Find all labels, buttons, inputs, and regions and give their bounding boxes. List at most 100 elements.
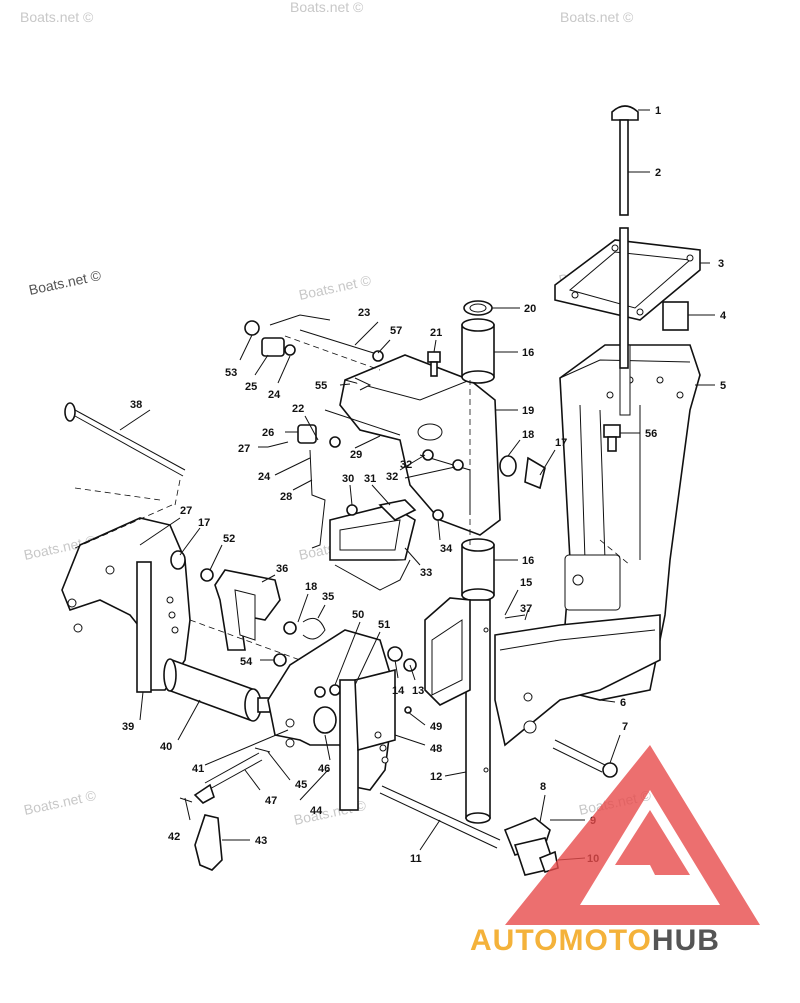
callout-3: 3 xyxy=(718,258,724,270)
callout-46: 46 xyxy=(318,763,330,775)
callout-51: 51 xyxy=(378,619,390,631)
tilt-lever xyxy=(244,314,384,362)
tilt-adjust-bolt xyxy=(193,747,271,804)
callout-31: 31 xyxy=(364,473,376,485)
callout-20: 20 xyxy=(524,303,536,315)
drive-shaft-housing xyxy=(559,344,701,701)
callout-17: 17 xyxy=(555,437,567,449)
callout-39: 39 xyxy=(122,721,134,733)
callout-21: 21 xyxy=(430,327,442,339)
watermark-text: Boats.net © xyxy=(22,787,98,818)
bushing-upper xyxy=(461,300,495,384)
lower-housing-plate xyxy=(494,614,661,747)
logo-auto: AUTO xyxy=(470,924,558,957)
logo-moto: MOTO xyxy=(558,924,651,957)
callout-35: 35 xyxy=(322,591,334,603)
callout-36: 36 xyxy=(276,563,288,575)
bolt-7 xyxy=(552,739,618,778)
callout-8: 8 xyxy=(540,781,546,793)
callout-24: 24 xyxy=(268,389,281,401)
tilt-tube-11 xyxy=(379,785,501,849)
callout-1: 1 xyxy=(655,105,661,117)
callout-34: 34 xyxy=(440,543,453,555)
callout-44: 44 xyxy=(310,805,323,817)
logo-triangle xyxy=(505,745,760,925)
callout-56: 56 xyxy=(645,428,657,440)
stern-bracket-right xyxy=(267,629,412,811)
watermark-text: Boats.net © xyxy=(27,267,103,298)
callout-16: 16 xyxy=(522,347,534,359)
pin-37 xyxy=(504,614,526,619)
callout-30: 30 xyxy=(342,473,354,485)
callout-41: 41 xyxy=(192,763,204,775)
callout-33: 33 xyxy=(420,567,432,579)
callout-32b: 32 xyxy=(400,459,412,471)
callout-labels: 1 2 3 4 5 6 7 8 9 10 11 12 13 14 15 16 1… xyxy=(122,105,727,865)
callout-27: 27 xyxy=(238,443,250,455)
logo-text: AUTOMOTOHUB xyxy=(470,924,720,957)
callout-11: 11 xyxy=(410,853,422,865)
callout-17b: 17 xyxy=(198,517,210,529)
callout-2: 2 xyxy=(655,167,661,179)
callout-42: 42 xyxy=(168,831,180,843)
callout-6: 6 xyxy=(620,697,626,709)
callout-18: 18 xyxy=(522,429,534,441)
bolt-upper xyxy=(499,455,546,490)
callout-18b: 18 xyxy=(305,581,317,593)
bushing-lower xyxy=(461,538,495,602)
callout-22: 22 xyxy=(292,403,304,415)
trim-cylinder xyxy=(163,658,271,722)
callout-43: 43 xyxy=(255,835,267,847)
logo-hub: HUB xyxy=(652,924,720,957)
callout-7: 7 xyxy=(622,721,628,733)
callout-24b: 24 xyxy=(258,471,271,483)
latch-linkage xyxy=(267,409,401,549)
callout-27b: 27 xyxy=(180,505,192,517)
callout-52: 52 xyxy=(223,533,235,545)
callout-19: 19 xyxy=(522,405,534,417)
pivot-shaft xyxy=(611,105,639,369)
callout-57: 57 xyxy=(390,325,402,337)
callout-38: 38 xyxy=(130,399,142,411)
callout-23: 23 xyxy=(358,307,370,319)
exhaust-seal xyxy=(662,301,689,331)
washer-spring xyxy=(283,617,326,640)
callout-16b: 16 xyxy=(522,555,534,567)
watermark-text: Boats.net © xyxy=(20,9,94,25)
callout-47: 47 xyxy=(265,795,277,807)
nut-54 xyxy=(273,653,287,667)
stern-bracket-left xyxy=(61,517,191,693)
callout-50: 50 xyxy=(352,609,364,621)
callout-15: 15 xyxy=(520,577,532,589)
leader-lines xyxy=(119,109,715,861)
bolt-17-left xyxy=(170,550,214,582)
callout-5: 5 xyxy=(720,380,726,392)
callout-54: 54 xyxy=(240,656,253,668)
callout-25: 25 xyxy=(245,381,257,393)
tilt-pin-bracket xyxy=(214,569,281,651)
watermark-text: Boats.net © xyxy=(290,0,364,15)
callout-45: 45 xyxy=(295,779,307,791)
reverse-lock xyxy=(329,449,464,591)
bolt-56 xyxy=(603,424,621,452)
automotohub-logo: AUTOMOTOHUB xyxy=(470,745,760,957)
callout-49: 49 xyxy=(430,721,442,733)
alignment-lines xyxy=(74,335,631,661)
callout-26: 26 xyxy=(262,427,274,439)
callout-4: 4 xyxy=(720,310,727,322)
watermark-text: Boats.net © xyxy=(297,272,373,303)
callout-55: 55 xyxy=(315,380,327,392)
callout-14: 14 xyxy=(392,685,405,697)
clip-set xyxy=(503,817,559,876)
callout-48: 48 xyxy=(430,743,442,755)
callout-28: 28 xyxy=(280,491,292,503)
callout-12: 12 xyxy=(430,771,442,783)
watermark-text: Boats.net © xyxy=(560,9,634,25)
callout-53: 53 xyxy=(225,367,237,379)
callout-13: 13 xyxy=(412,685,424,697)
callout-29: 29 xyxy=(350,449,362,461)
callout-37: 37 xyxy=(520,603,532,615)
callout-40: 40 xyxy=(160,741,172,753)
tilt-handle xyxy=(179,797,223,871)
